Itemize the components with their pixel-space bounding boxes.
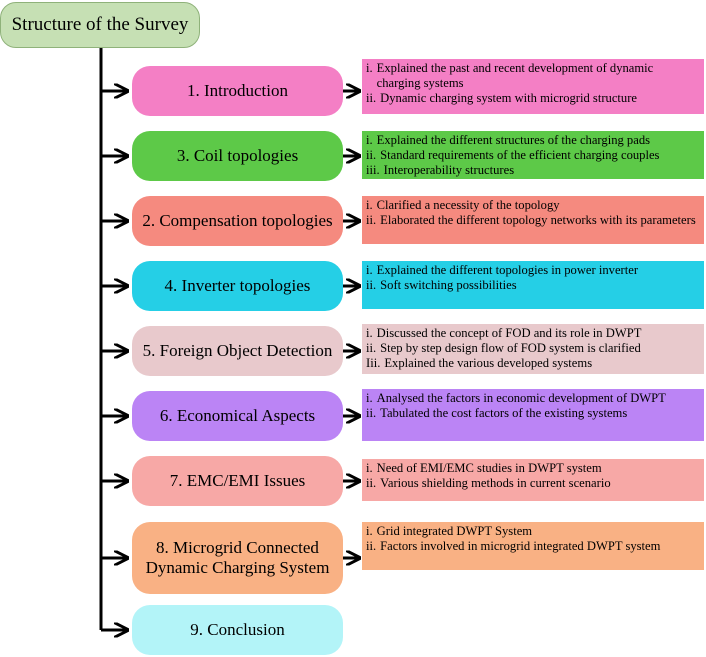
note-item: i.Explained the different topologies in … <box>366 263 700 278</box>
note-number: i. <box>366 391 373 405</box>
note-number: Iii. <box>366 356 381 370</box>
note-number: ii. <box>366 476 377 490</box>
section-node-5: 5. Foreign Object Detection <box>132 326 343 376</box>
note-text: Explained the past and recent developmen… <box>376 61 654 90</box>
section-node-2: 3. Coil topologies <box>132 131 343 181</box>
root-title: Structure of the Survey <box>0 2 200 48</box>
section-notes-6: i.Analysed the factors in economic devel… <box>362 389 704 441</box>
section-node-6: 6. Economical Aspects <box>132 391 343 441</box>
note-number: ii. <box>366 406 377 420</box>
section-node-1: 1. Introduction <box>132 66 343 116</box>
note-number: i. <box>366 133 373 147</box>
note-number: ii. <box>366 148 377 162</box>
note-text: Interoperability structures <box>383 163 515 177</box>
section-node-3: 2. Compensation topologies <box>132 196 343 246</box>
note-text: Tabulated the cost factors of the existi… <box>380 406 628 420</box>
section-node-9: 9. Conclusion <box>132 605 343 655</box>
note-number: i. <box>366 263 373 277</box>
section-notes-4: i.Explained the different topologies in … <box>362 261 704 309</box>
note-item: i.Analysed the factors in economic devel… <box>366 391 700 406</box>
note-text: Analysed the factors in economic develop… <box>376 391 666 405</box>
note-text: Soft switching possibilities <box>380 278 517 292</box>
note-item: ii.Dynamic charging system with microgri… <box>366 91 700 106</box>
note-item: ii.Factors involved in microgrid integra… <box>366 539 700 554</box>
note-text: Explained the various developed systems <box>384 356 593 370</box>
note-number: i. <box>366 198 373 212</box>
note-item: i.Explained the different structures of … <box>366 133 700 148</box>
note-item: i.Clarified a necessity of the topology <box>366 198 700 213</box>
note-text: Factors involved in microgrid integrated… <box>380 539 661 553</box>
note-item: ii.Elaborated the different topology net… <box>366 213 700 228</box>
note-item: ii.Various shielding methods in current … <box>366 476 700 491</box>
section-notes-5: i.Discussed the concept of FOD and its r… <box>362 324 704 374</box>
note-number: i. <box>366 326 373 340</box>
note-text: Elaborated the different topology networ… <box>380 213 696 227</box>
section-node-8: 8. Microgrid Connected Dynamic Charging … <box>132 522 343 594</box>
section-notes-1: i.Explained the past and recent developm… <box>362 59 704 114</box>
note-text: Standard requirements of the efficient c… <box>380 148 660 162</box>
note-text: Grid integrated DWPT System <box>376 524 533 538</box>
note-number: i. <box>366 524 373 538</box>
note-text: Need of EMI/EMC studies in DWPT system <box>376 461 602 475</box>
note-number: i. <box>366 461 373 475</box>
note-number: ii. <box>366 213 377 227</box>
note-item: i.Need of EMI/EMC studies in DWPT system <box>366 461 700 476</box>
note-number: iii. <box>366 163 380 177</box>
note-number: ii. <box>366 539 377 553</box>
note-text: Discussed the concept of FOD and its rol… <box>376 326 642 340</box>
note-item: Iii.Explained the various developed syst… <box>366 356 700 371</box>
note-item: i.Grid integrated DWPT System <box>366 524 700 539</box>
note-text: Explained the different topologies in po… <box>376 263 639 277</box>
note-text: Explained the different structures of th… <box>376 133 651 147</box>
note-text: Dynamic charging system with microgrid s… <box>380 91 637 105</box>
note-text: Step by step design flow of FOD system i… <box>380 341 641 355</box>
note-text: Various shielding methods in current sce… <box>380 476 611 490</box>
note-item: iii.Interoperability structures <box>366 163 700 178</box>
note-item: ii.Standard requirements of the efficien… <box>366 148 700 163</box>
note-number: i. <box>366 61 373 75</box>
note-number: ii. <box>366 91 377 105</box>
note-number: ii. <box>366 278 377 292</box>
note-item: ii.Tabulated the cost factors of the exi… <box>366 406 700 421</box>
section-node-7: 7. EMC/EMI Issues <box>132 456 343 506</box>
note-number: ii. <box>366 341 377 355</box>
note-item: i.Discussed the concept of FOD and its r… <box>366 326 700 341</box>
note-item: ii.Step by step design flow of FOD syste… <box>366 341 700 356</box>
section-node-4: 4. Inverter topologies <box>132 261 343 311</box>
note-item: i.Explained the past and recent developm… <box>366 61 700 91</box>
note-item: ii.Soft switching possibilities <box>366 278 700 293</box>
section-notes-2: i.Explained the different structures of … <box>362 131 704 179</box>
note-text: Clarified a necessity of the topology <box>376 198 560 212</box>
section-notes-7: i.Need of EMI/EMC studies in DWPT system… <box>362 459 704 501</box>
